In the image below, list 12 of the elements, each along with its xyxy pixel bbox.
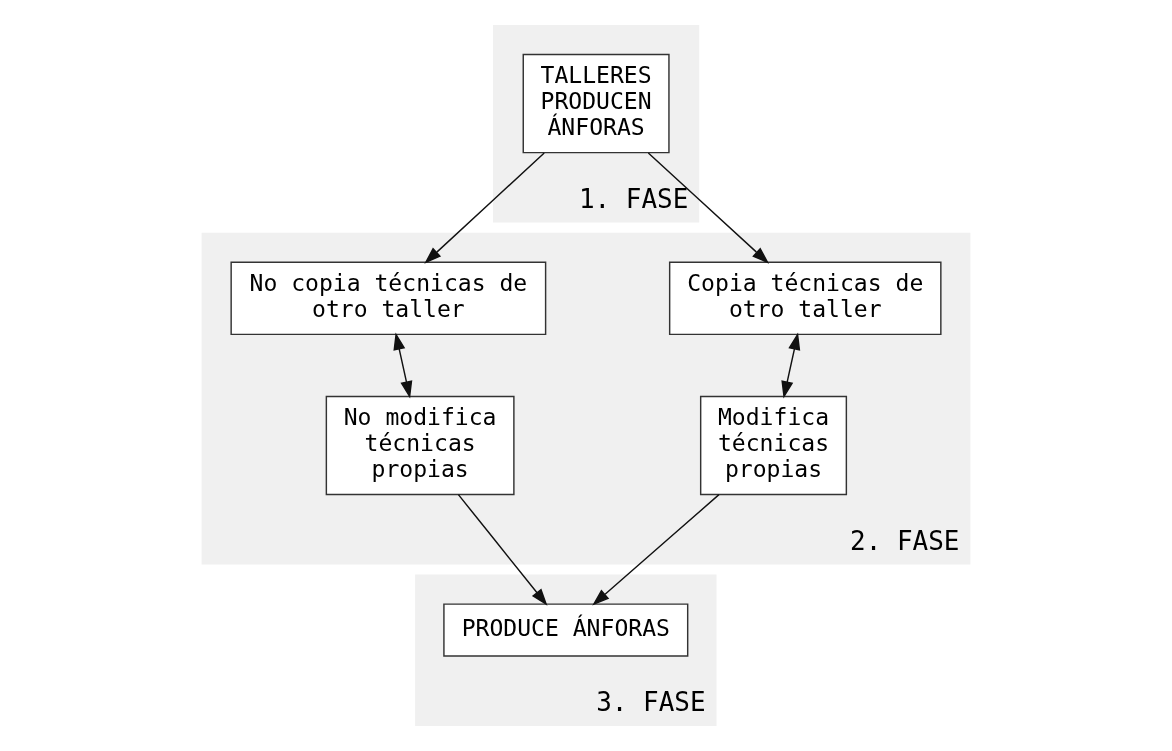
- arrow: [781, 332, 801, 399]
- node-box: No modifica técnicas propias: [325, 395, 515, 496]
- arrow: [647, 152, 770, 264]
- arrow: [457, 493, 548, 606]
- arrow: [393, 332, 413, 399]
- arrow: [424, 152, 545, 264]
- node-box: Modifica técnicas propias: [699, 395, 848, 496]
- node-box: Copia técnicas de otro taller: [668, 261, 942, 336]
- node-box: TALLERES PRODUCEN ÁNFORAS: [522, 53, 670, 154]
- node-box: PRODUCE ÁNFORAS: [443, 603, 689, 657]
- node-box: No copia técnicas de otro taller: [230, 261, 547, 336]
- arrow: [592, 493, 720, 606]
